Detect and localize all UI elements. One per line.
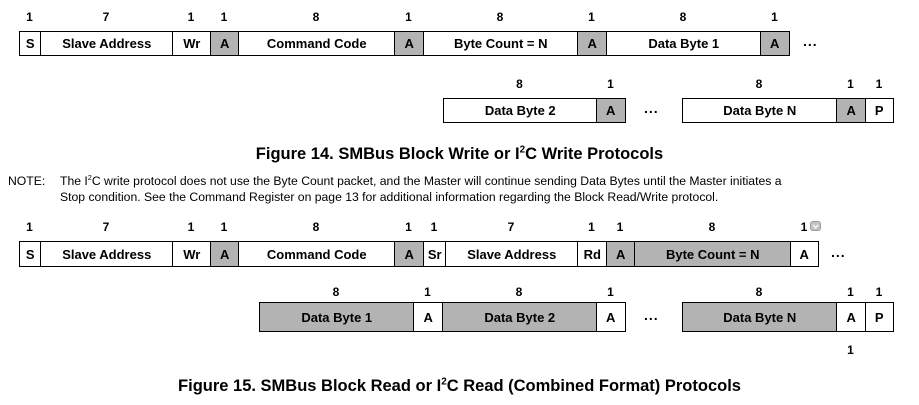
caption-text: C Read (Combined Format) Protocols: [446, 377, 741, 395]
bits-label: 1: [607, 77, 614, 91]
bits-label: 1: [875, 77, 883, 91]
bits-label: 1: [588, 220, 595, 234]
note-line-2: Stop condition. See the Command Register…: [60, 190, 719, 204]
ellipsis: ...: [803, 33, 818, 49]
slave-address-cell: Slave Address: [40, 31, 174, 56]
caption-text: C Write Protocols: [525, 145, 664, 163]
data-byte-1-cell: Data Byte 1: [606, 31, 762, 56]
bits-label: 1: [588, 10, 595, 24]
ack-cell: A: [413, 302, 444, 332]
bits-label: 8: [516, 77, 523, 91]
slave-address-cell: Slave Address: [445, 241, 579, 267]
data-byte-1-cell: Data Byte 1: [259, 302, 415, 332]
bits-label: 8: [332, 285, 340, 299]
bits-label: 1: [847, 77, 854, 91]
write-bit-cell: Wr: [172, 31, 212, 56]
command-code-cell: Command Code: [238, 241, 396, 267]
data-byte-2-cell: Data Byte 2: [443, 98, 598, 123]
bits-label: 1: [771, 10, 778, 24]
data-byte-n-cell: Data Byte N: [682, 302, 838, 332]
caption-superscript: 2: [519, 144, 526, 156]
bits-label: 1: [616, 220, 624, 234]
bits-label: 1: [875, 285, 883, 299]
chevron-down-icon[interactable]: [810, 221, 821, 231]
byte-count-cell: Byte Count = N: [423, 31, 579, 56]
bits-label: 7: [507, 220, 515, 234]
bits-label: 1: [405, 220, 412, 234]
stop-bit-cell: P: [865, 98, 894, 123]
nack-cell: A: [836, 302, 867, 332]
bits-label: 1: [26, 220, 33, 234]
bits-label: 1: [187, 220, 195, 234]
note-text: C write protocol does not use the Byte C…: [91, 174, 782, 188]
stop-bit-cell: P: [865, 302, 894, 332]
repeated-start-cell: Sr: [423, 241, 447, 267]
bits-label: 1: [607, 285, 614, 299]
bits-label: 8: [755, 77, 763, 91]
write-bit-cell: Wr: [172, 241, 212, 267]
ack-cell: A: [394, 241, 425, 267]
caption-superscript: 2: [441, 376, 447, 388]
bits-label: 8: [679, 10, 687, 24]
note-text: The I: [60, 174, 88, 188]
start-bit-cell: S: [19, 31, 42, 56]
ack-cell: A: [210, 31, 240, 56]
byte-count-cell: Byte Count = N: [634, 241, 792, 267]
ellipsis: ...: [644, 307, 659, 323]
read-bit-cell: Rd: [577, 241, 608, 267]
data-byte-n-cell: Data Byte N: [682, 98, 838, 123]
caption-text: Figure 15. SMBus Block Read or I: [178, 377, 442, 395]
ellipsis: ...: [644, 100, 659, 116]
note-label: NOTE:: [8, 174, 46, 188]
figure-14-caption: Figure 14. SMBus Block Write or I2C Writ…: [0, 145, 919, 164]
bits-label: 1: [220, 10, 228, 24]
figure-15-caption: Figure 15. SMBus Block Read or I2C Read …: [0, 377, 919, 396]
bits-label: 1: [430, 220, 438, 234]
data-byte-2-cell: Data Byte 2: [442, 302, 598, 332]
bits-label: 1: [847, 285, 854, 299]
ack-cell: A: [606, 241, 636, 267]
note-line-1: NOTE: The I2C write protocol does not use…: [8, 173, 913, 189]
bits-label: 8: [515, 285, 523, 299]
bits-label: 7: [102, 220, 110, 234]
protocol-note: NOTE: The I2C write protocol does not use…: [8, 173, 913, 205]
bits-label: 1: [424, 285, 431, 299]
note-superscript: 2: [87, 172, 92, 182]
bits-label: 1: [26, 10, 33, 24]
bits-label: 1: [405, 10, 412, 24]
nack-value-label: 1: [847, 343, 854, 357]
ack-cell: A: [760, 31, 790, 56]
ack-cell: A: [596, 302, 626, 332]
bits-label: 8: [312, 220, 320, 234]
bits-label: 8: [708, 220, 716, 234]
bits-label: 7: [102, 10, 110, 24]
command-code-cell: Command Code: [238, 31, 396, 56]
bits-label: 8: [312, 10, 320, 24]
bits-label: 8: [496, 10, 504, 24]
ack-cell: A: [790, 241, 819, 267]
bits-label: 8: [755, 285, 763, 299]
ack-cell: A: [577, 31, 608, 56]
ack-cell: A: [394, 31, 425, 56]
bits-label: 1: [187, 10, 195, 24]
caption-text: Figure 14. SMBus Block Write or I: [255, 145, 520, 163]
bits-label: 1: [800, 220, 808, 234]
ack-cell: A: [836, 98, 867, 123]
slave-address-cell: Slave Address: [40, 241, 174, 267]
start-bit-cell: S: [19, 241, 42, 267]
ack-cell: A: [596, 98, 626, 123]
bits-label: 1: [220, 220, 228, 234]
ack-cell: A: [210, 241, 240, 267]
ellipsis: ...: [831, 244, 846, 260]
